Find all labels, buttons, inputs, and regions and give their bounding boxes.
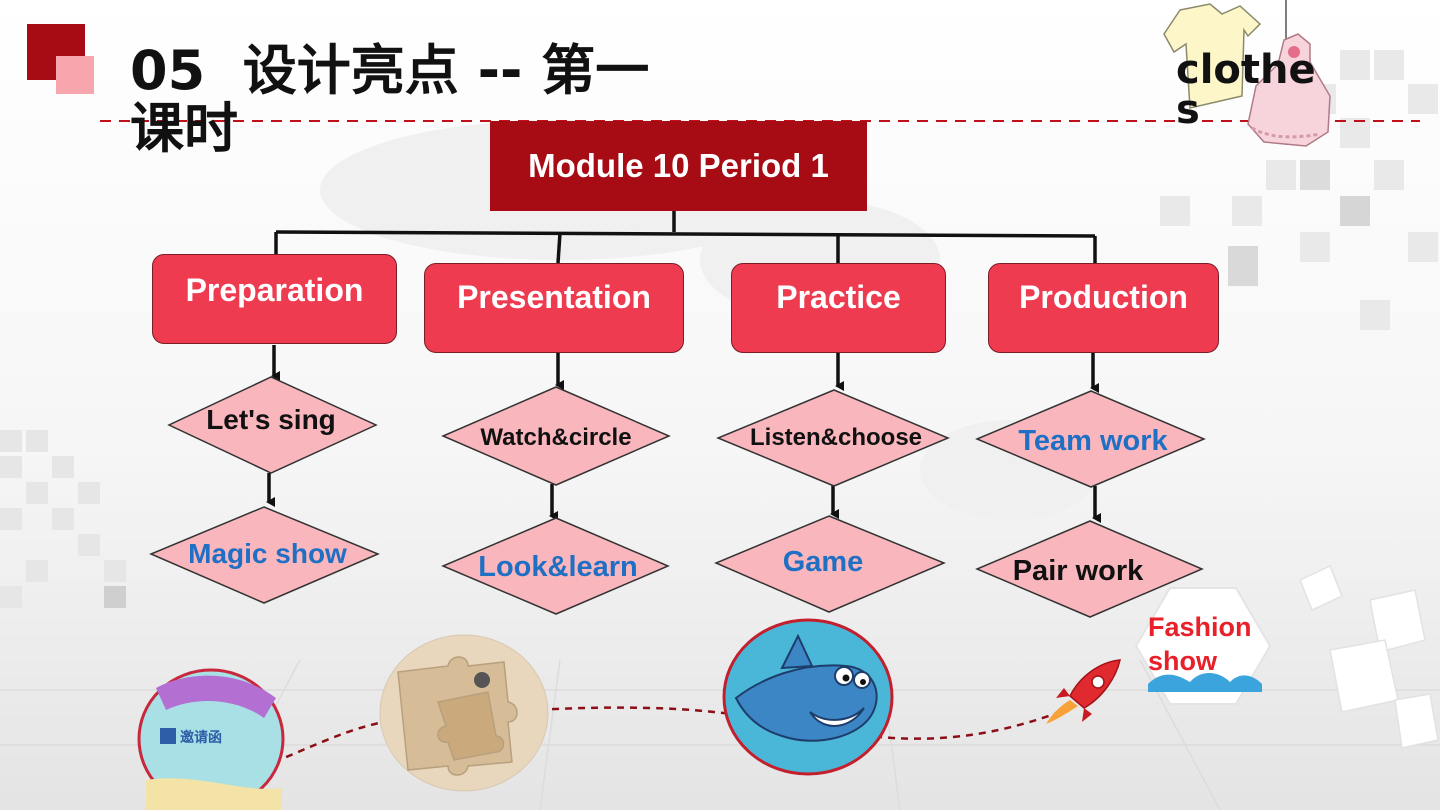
root-node: Module 10 Period 1 xyxy=(490,121,867,211)
diamond-listen-choose xyxy=(716,389,950,487)
invitation-card-image: 邀请函 . xyxy=(137,668,285,810)
shark-cartoon-image xyxy=(722,618,894,776)
puzzle-pieces-image xyxy=(379,634,549,792)
step-team-work: Team work xyxy=(1018,424,1168,457)
fashion-show-line-1: Fashion xyxy=(1148,612,1252,642)
diamond-lets-sing xyxy=(167,376,378,474)
svg-text:邀请函: 邀请函 xyxy=(180,729,222,746)
fashion-show-badge xyxy=(1134,587,1272,705)
diamond-look-learn xyxy=(441,517,670,615)
diamond-team-work xyxy=(975,390,1206,488)
corner-word-clothes: clothes xyxy=(1176,47,1316,133)
step-pair-work: Pair work xyxy=(1012,554,1144,587)
step-magic-show: Magic show xyxy=(188,538,347,569)
stage-presentation: Presentation xyxy=(424,263,684,353)
diamond-watch-circle xyxy=(441,386,671,486)
step-game: Game xyxy=(782,545,864,578)
slide-title: 05 设计亮点 -- 第一课时 xyxy=(130,42,690,158)
stage-production: Production xyxy=(988,263,1219,353)
clothes-sticker-image xyxy=(1163,3,1331,147)
diamond-pair-work xyxy=(975,520,1204,618)
stage-practice: Practice xyxy=(731,263,946,353)
diamond-magic-show xyxy=(149,506,380,604)
slide-number: 05 xyxy=(130,39,206,102)
fashion-show-line-2: show xyxy=(1148,646,1218,676)
rocket-icon xyxy=(1046,659,1121,724)
stage-preparation: Preparation xyxy=(152,254,397,344)
step-listen-choose: Listen&choose xyxy=(749,424,923,451)
step-lets-sing: Let's sing xyxy=(206,404,336,435)
slide-title-text: 设计亮点 -- 第一课时 xyxy=(130,39,650,160)
fashion-show-label: Fashion show xyxy=(1148,610,1268,678)
step-look-learn: Look&learn xyxy=(478,550,638,583)
diamond-game xyxy=(714,515,946,613)
step-watch-circle: Watch&circle xyxy=(480,424,632,451)
